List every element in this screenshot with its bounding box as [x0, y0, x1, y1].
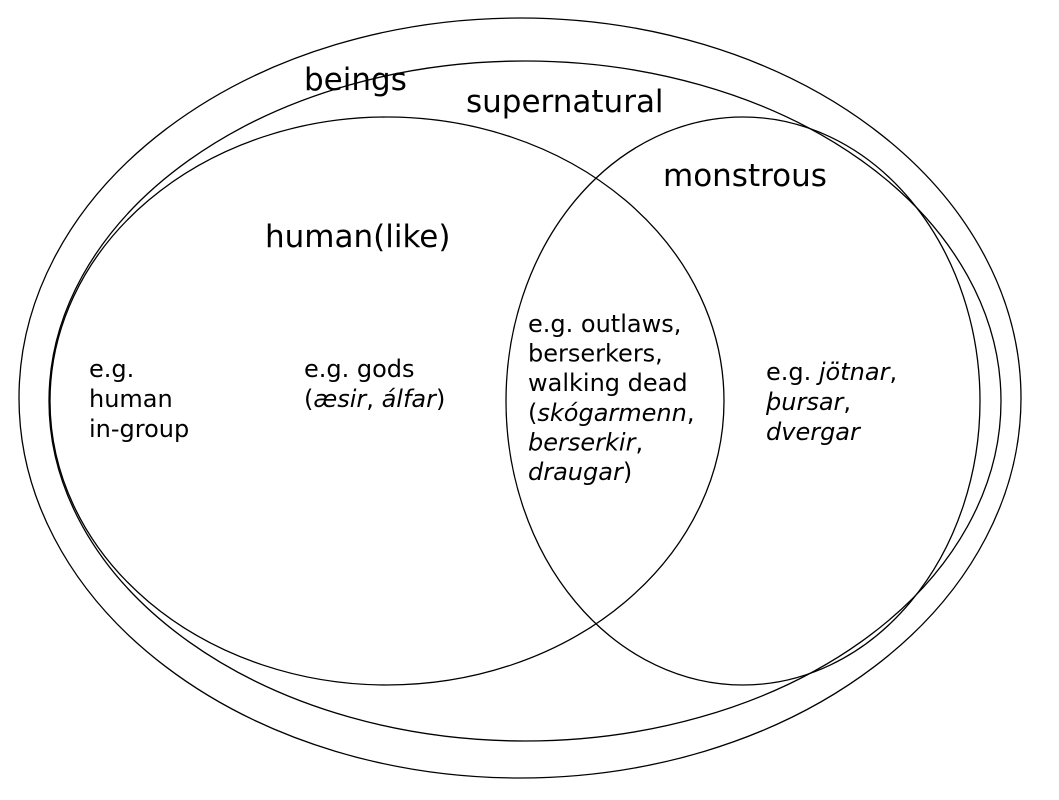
monstrous-only-region-text: e.g. jötnar,þursar,dvergar [765, 358, 897, 446]
human-monstrous-line-4-run-3: , [687, 399, 695, 427]
monstrous-only-line-2-run-1: þursar [765, 388, 846, 416]
human-only-line-3-run-1: in-group [89, 415, 189, 443]
supernatural-label: supernatural [466, 84, 664, 120]
human-monstrous-line-4-run-2: skógarmenn [537, 399, 686, 427]
monstrous-set-ellipse [505, 116, 981, 686]
monstrous-only-line-3-run-1: dvergar [766, 418, 862, 446]
human-monstrous-line-1-run-1: e.g. outlaws, [528, 310, 681, 338]
monstrous-label: monstrous [663, 158, 827, 194]
human-monstrous-line-4-run-1: ( [528, 399, 537, 427]
human-monstrous-line-3-run-1: walking dead [528, 369, 688, 397]
humanlike-label: human(like) [265, 219, 450, 255]
human-monstrous-line-5-run-2: , [635, 428, 643, 456]
monstrous-only-line-1-run-3: , [889, 358, 897, 386]
human-supernatural-line-2-run-4: álfar [382, 385, 439, 413]
beings-label: beings [304, 62, 407, 98]
human-monstrous-line-6-run-2: ) [623, 458, 632, 486]
monstrous-only-line-1-run-2: jötnar [816, 358, 892, 386]
human-monstrous-line-2-run-1: berserkers, [528, 340, 663, 368]
supernatural-set-ellipse [48, 60, 1002, 742]
human-supernatural-line-2-run-5: ) [436, 385, 445, 413]
human-supernatural-line-2-run-1: ( [304, 385, 313, 413]
human-monstrous-line-5-run-1: berserkir [528, 428, 638, 456]
human-supernatural-line-2-run-2: æsir [313, 385, 368, 413]
human-only-line-2-run-1: human [89, 385, 173, 413]
human-only-line-1-run-1: e.g. [89, 355, 134, 383]
human-monstrous-line-6-run-1: draugar [528, 458, 625, 486]
human-supernatural-line-1-run-1: e.g. gods [304, 355, 415, 383]
monstrous-only-line-1-run-1: e.g. [766, 358, 819, 386]
human-monstrous-region-text: e.g. outlaws,berserkers,walking dead(skó… [528, 310, 694, 486]
beings-set-ellipse [18, 17, 1022, 779]
human-supernatural-line-2-run-3: , [366, 385, 381, 413]
humanlike-set-ellipse [49, 116, 725, 686]
monstrous-only-line-2-run-2: , [843, 388, 851, 416]
human-supernatural-region-text: e.g. gods(æsir, álfar) [304, 355, 445, 413]
